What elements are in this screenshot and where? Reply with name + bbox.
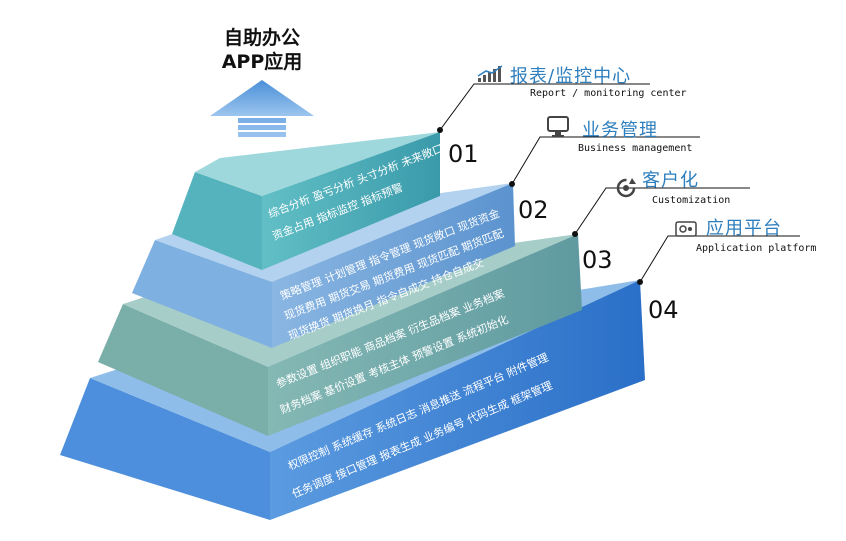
up-arrow-icon <box>210 80 314 137</box>
bar-chart-icon <box>477 65 503 82</box>
app-title-line2: APP应用 <box>221 51 303 73</box>
level-3-subtitle: Customization <box>652 195 731 206</box>
leader-dots <box>437 127 643 285</box>
level-2-title: 业务管理 <box>582 120 658 141</box>
leader-lines <box>439 83 800 283</box>
level-1-title: 报表/监控中心 <box>510 66 632 87</box>
level-2-number: 02 <box>518 196 549 224</box>
level-3-number: 03 <box>582 246 613 274</box>
app-platform-icon <box>675 221 697 237</box>
level-1-subtitle: Report / monitoring center <box>530 88 687 99</box>
pyramid-level-1 <box>172 132 440 270</box>
level-4-number: 04 <box>648 296 679 324</box>
app-title: 自助办公 APP应用 <box>200 26 324 74</box>
monitor-icon <box>547 116 569 137</box>
level-1-number: 01 <box>448 140 479 168</box>
app-title-line1: 自助办公 <box>223 27 300 49</box>
refresh-gear-icon <box>616 178 636 198</box>
level-3-title: 客户化 <box>642 170 699 191</box>
level-4-title: 应用平台 <box>706 218 782 239</box>
level-4-subtitle: Application platform <box>696 243 817 254</box>
level-2-subtitle: Business management <box>578 143 693 154</box>
